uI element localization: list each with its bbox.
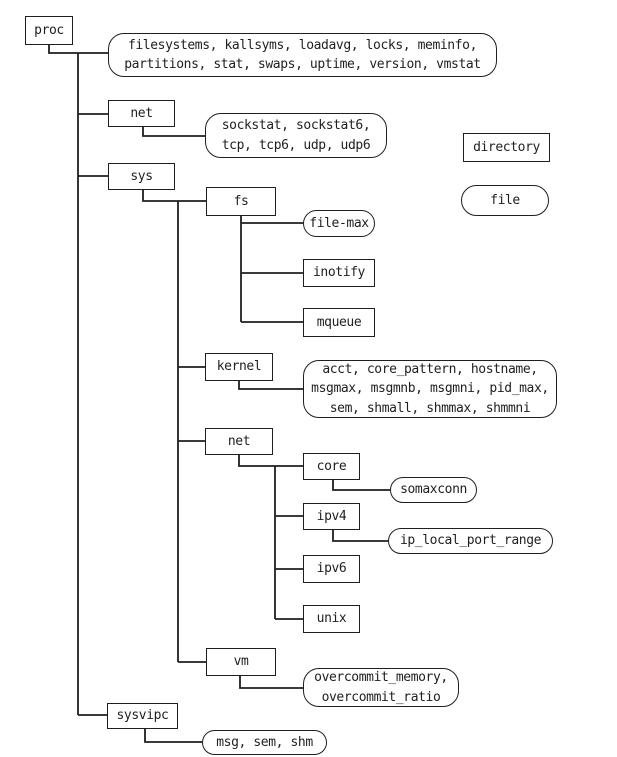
node-file-max: file-max: [303, 210, 375, 237]
node-proc-files: filesystems, kallsyms, loadavg, locks, m…: [108, 33, 497, 77]
node-vm-files: overcommit_memory, overcommit_ratio: [303, 668, 459, 707]
connector-net-sys-to-core: [238, 455, 303, 467]
node-core: core: [303, 453, 360, 480]
connector-sysvipc-to-files: [144, 729, 202, 743]
legend-directory: directory: [463, 133, 550, 162]
node-inotify: inotify: [303, 259, 375, 287]
node-ip-local-port-range: ip_local_port_range: [388, 528, 553, 554]
node-unix: unix: [303, 605, 360, 633]
node-ipv4: ipv4: [303, 503, 360, 530]
node-kernel-files: acct, core_pattern, hostname, msgmax, ms…: [303, 360, 557, 418]
connector-net-top-to-files: [142, 127, 205, 137]
node-net-top-files: sockstat, sockstat6, tcp, tcp6, udp, udp…: [205, 113, 387, 158]
node-somaxconn: somaxconn: [390, 477, 477, 503]
node-sysvipc: sysvipc: [107, 703, 178, 729]
node-vm: vm: [206, 648, 276, 676]
node-proc: proc: [25, 16, 73, 45]
connector-sys-to-fs: [142, 190, 206, 202]
connector-kernel-to-files: [238, 381, 303, 390]
node-sys: sys: [108, 163, 175, 190]
connector-core-to-somaxconn: [332, 480, 390, 491]
node-ipv6: ipv6: [303, 555, 360, 583]
node-fs: fs: [206, 187, 276, 216]
node-mqueue: mqueue: [303, 308, 375, 337]
node-net-sys: net: [205, 428, 273, 455]
node-sysvipc-files: msg, sem, shm: [202, 730, 327, 755]
connector-ipv4-to-port-range: [332, 530, 388, 542]
connector-vm-to-files: [239, 676, 303, 689]
node-net-top: net: [108, 100, 175, 127]
node-kernel: kernel: [205, 353, 273, 381]
connector-proc-to-files: [48, 45, 108, 54]
legend-file: file: [461, 185, 549, 216]
